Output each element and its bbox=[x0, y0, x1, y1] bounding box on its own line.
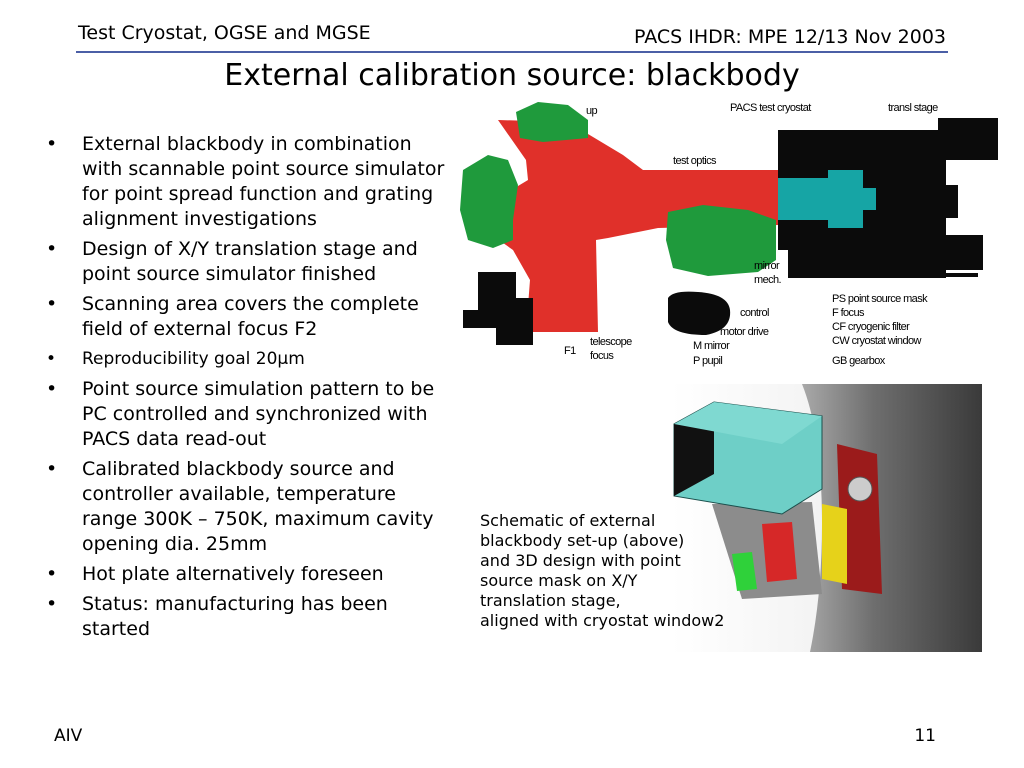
header-right-title: PACS IHDR: MPE 12/13 Nov 2003 bbox=[633, 26, 946, 48]
bullet-item: • Point source simulation pattern to be P… bbox=[40, 377, 450, 452]
caption-line: aligned with cryostat window2 bbox=[480, 611, 725, 630]
label-control: control bbox=[740, 307, 769, 319]
blackbody-box-top bbox=[674, 402, 822, 444]
label-focus: F focus bbox=[832, 307, 865, 319]
bullet-text: Reproducibility goal 20µm bbox=[82, 349, 305, 369]
label-telescope: telescope bbox=[590, 336, 632, 348]
bullet-item: • Scanning area covers the complete field… bbox=[40, 292, 450, 342]
bullet-item: • Hot plate alternatively foreseen bbox=[40, 562, 450, 587]
yellow-plate bbox=[822, 504, 847, 584]
bullet-marker: • bbox=[46, 458, 58, 480]
label-cryostat: PACS test cryostat bbox=[730, 102, 811, 114]
green-optic-right bbox=[666, 205, 776, 276]
bullet-text: Status: manufacturing has been started bbox=[82, 593, 388, 640]
flange-hole-icon bbox=[847, 476, 873, 502]
black-part-left bbox=[463, 272, 533, 345]
label-stage: transl stage bbox=[888, 102, 938, 114]
label-cf: CF cryogenic filter bbox=[832, 321, 910, 333]
bullet-marker: • bbox=[46, 378, 58, 400]
bullet-item: • Calibrated blackbody source and control… bbox=[40, 457, 450, 557]
bullet-item: • Status: manufacturing has been started bbox=[40, 592, 450, 642]
label-top-left: up bbox=[586, 105, 598, 117]
label-pupil: P pupil bbox=[693, 355, 722, 367]
header-left-title: Test Cryostat, OGSE and MGSE bbox=[78, 22, 371, 44]
bullet-item: • Reproducibility goal 20µm bbox=[40, 347, 450, 372]
bullet-marker: • bbox=[46, 593, 58, 615]
green-mechanism bbox=[732, 552, 757, 591]
cryostat-block bbox=[778, 118, 998, 278]
label-mirror: mirror bbox=[754, 260, 780, 272]
bullet-marker: • bbox=[46, 238, 58, 260]
bullet-item: • External blackbody in combination with … bbox=[40, 132, 450, 232]
caption-line: Schematic of external bbox=[480, 511, 656, 530]
bullet-text: Scanning area covers the complete field … bbox=[82, 293, 419, 340]
bullet-item: • Design of X/Y translation stage and poi… bbox=[40, 237, 450, 287]
black-part-round bbox=[668, 291, 731, 335]
label-psm: PS point source mask bbox=[832, 293, 928, 305]
footer-section-label: AIV bbox=[54, 726, 83, 746]
slide-title: External calibration source: blackbody bbox=[224, 58, 800, 93]
label-mech: mech. bbox=[754, 274, 781, 286]
red-flange bbox=[837, 444, 882, 594]
bullet-marker: • bbox=[46, 349, 57, 369]
label-mirror2: M mirror bbox=[693, 340, 730, 352]
green-optic-top bbox=[516, 102, 588, 142]
header-divider bbox=[76, 51, 948, 53]
bullet-text: External blackbody in combination with s… bbox=[82, 133, 445, 230]
caption-line: and 3D design with point bbox=[480, 551, 681, 570]
bullet-marker: • bbox=[46, 133, 58, 155]
caption-line: translation stage, bbox=[480, 591, 621, 610]
bullet-list: • External blackbody in combination with … bbox=[40, 132, 450, 647]
red-stage-part bbox=[762, 522, 797, 582]
caption-line: source mask on X/Y bbox=[480, 571, 638, 590]
blackbody-schematic: PACS test cryostat transl stage up test … bbox=[460, 102, 998, 367]
bullet-text: Design of X/Y translation stage and poin… bbox=[82, 238, 418, 285]
optical-beam-shape bbox=[468, 120, 778, 332]
footer-page-number: 11 bbox=[914, 726, 936, 746]
label-gb: GB gearbox bbox=[832, 355, 886, 367]
label-cw: CW cryostat window bbox=[832, 335, 921, 347]
bullet-marker: • bbox=[46, 293, 58, 315]
green-optic-left bbox=[460, 155, 518, 248]
bullet-text: Point source simulation pattern to be PC… bbox=[82, 378, 435, 450]
bullet-marker: • bbox=[46, 563, 58, 585]
bullet-text: Calibrated blackbody source and controll… bbox=[82, 458, 434, 555]
render-3d-image bbox=[672, 384, 982, 652]
bullet-text: Hot plate alternatively foreseen bbox=[82, 563, 384, 585]
label-f1: F1 bbox=[564, 345, 576, 357]
label-optics: test optics bbox=[673, 155, 717, 167]
label-telescope-focus: focus bbox=[590, 350, 614, 362]
label-drive: motor drive bbox=[720, 326, 769, 338]
cryostat-window-shape bbox=[776, 170, 876, 228]
caption-line: blackbody set-up (above) bbox=[480, 531, 685, 550]
figure-caption: Schematic of external blackbody set-up (… bbox=[480, 511, 760, 631]
